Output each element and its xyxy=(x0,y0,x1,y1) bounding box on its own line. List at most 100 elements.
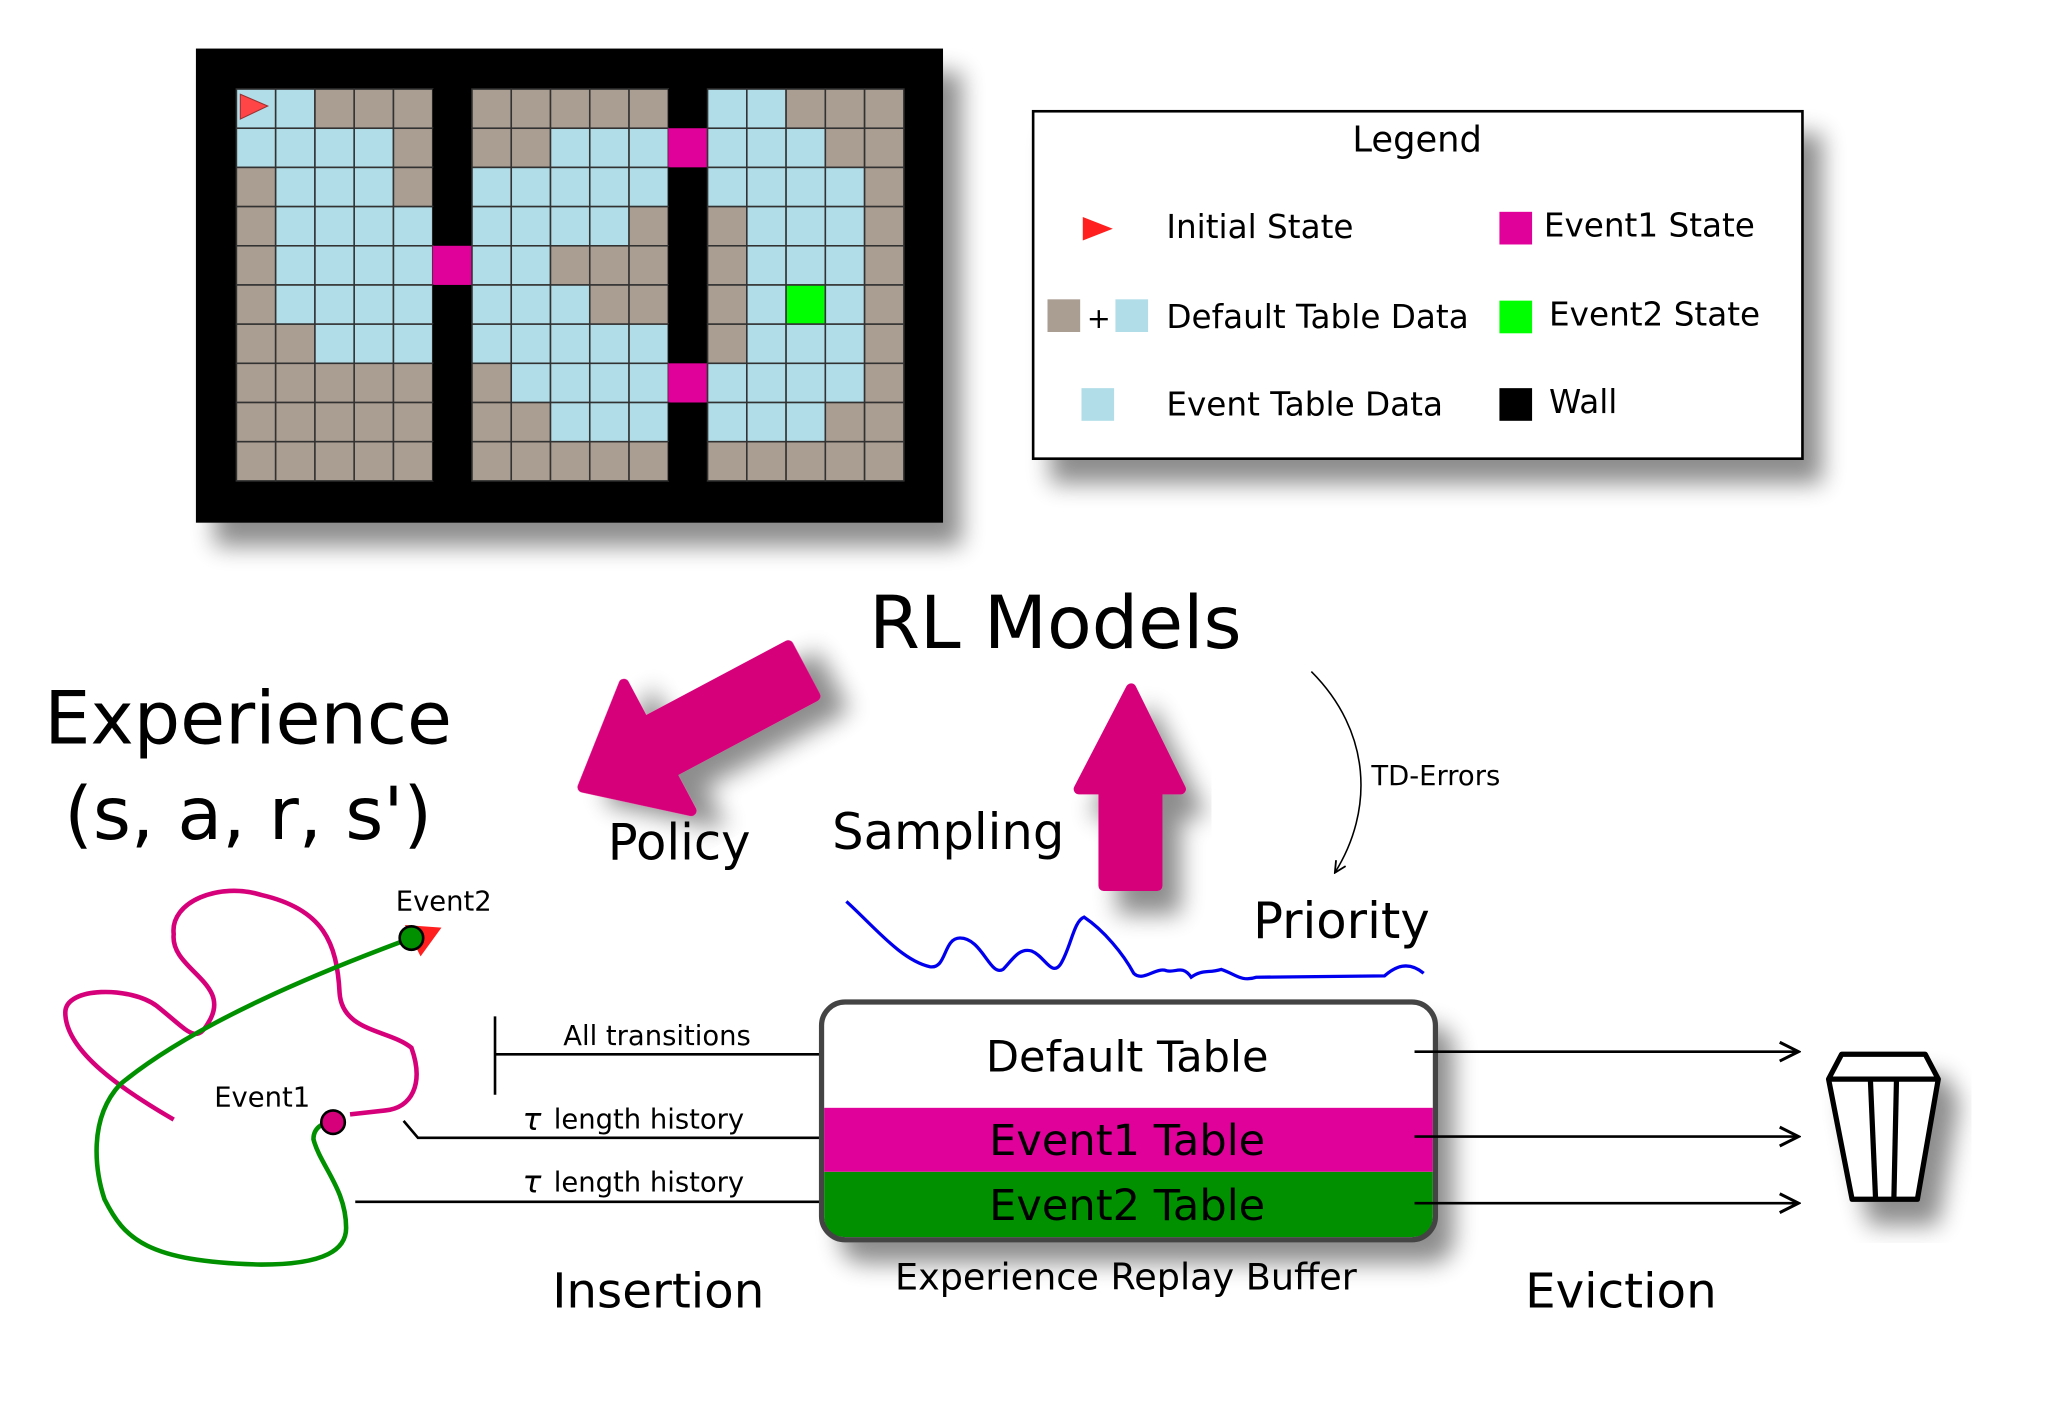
brown-cell xyxy=(863,440,905,482)
blue-cell xyxy=(588,362,630,404)
eviction-label: Eviction xyxy=(1525,1264,1717,1320)
brown-cell xyxy=(785,88,827,130)
brown-cell xyxy=(353,440,395,482)
blue-cell xyxy=(314,323,355,365)
tau-symbol-2: τ xyxy=(522,1165,541,1201)
blue-cell xyxy=(549,362,591,404)
brown-cell xyxy=(863,88,905,130)
blue-cell xyxy=(628,362,670,404)
brown-cell xyxy=(863,323,905,365)
td-errors-label: TD-Errors xyxy=(1370,761,1500,792)
legend-default-table-data: Default Table Data xyxy=(1166,298,1468,336)
brown-cell xyxy=(392,88,434,130)
brown-cell xyxy=(706,323,748,365)
blue-cell xyxy=(510,205,552,247)
agent-start-icon xyxy=(239,93,270,120)
wall-cell xyxy=(432,402,472,442)
brown-cell xyxy=(824,401,866,443)
brown-cell xyxy=(471,88,513,130)
initial-state-icon xyxy=(1082,217,1113,241)
brown-cell xyxy=(706,245,748,286)
brown-cell xyxy=(471,362,513,404)
experience-tuple: (s, a, r, s') xyxy=(64,772,432,857)
brown-cell xyxy=(274,323,316,365)
blue-cell xyxy=(706,127,748,169)
experience-title: Experience xyxy=(44,676,452,761)
event-table-swatch xyxy=(1081,388,1115,421)
blue-cell xyxy=(471,284,513,325)
blue-cell xyxy=(785,127,827,169)
trash-can-icon xyxy=(1825,1051,1941,1202)
wall-cell xyxy=(432,89,472,129)
blue-cell xyxy=(353,205,395,247)
brown-cell xyxy=(274,440,316,482)
blue-cell xyxy=(588,401,630,443)
blue-cell xyxy=(746,245,787,286)
brown-cell xyxy=(235,205,277,247)
all-transitions-label: All transitions xyxy=(563,1021,751,1052)
brown-cell xyxy=(706,284,748,325)
blue-cell xyxy=(353,284,395,325)
brown-cell xyxy=(549,440,591,482)
blue-cell xyxy=(824,323,866,365)
wall-cell xyxy=(668,284,708,325)
sampling-label: Sampling xyxy=(832,803,1064,861)
rl-models-title: RL Models xyxy=(869,581,1241,666)
blue-cell xyxy=(824,362,866,404)
brown-cell xyxy=(274,401,316,443)
blue-cell xyxy=(392,284,434,325)
blue-cell xyxy=(274,284,316,325)
legend-event-table-data: Event Table Data xyxy=(1166,386,1443,424)
brown-cell xyxy=(863,166,905,208)
blue-cell xyxy=(549,127,591,169)
blue-cell xyxy=(549,401,591,443)
brown-cell xyxy=(235,323,277,365)
sampling-arrow xyxy=(1073,683,1186,892)
brown-cell xyxy=(628,440,670,482)
blue-cell xyxy=(549,166,591,208)
blue-cell xyxy=(706,166,748,208)
event1-state-cell xyxy=(668,363,708,403)
blue-cell xyxy=(392,205,434,247)
brown-cell xyxy=(471,127,513,169)
blue-cell xyxy=(510,284,552,325)
blue-cell xyxy=(706,362,748,404)
buffer-title: Experience Replay Buffer xyxy=(895,1255,1358,1298)
blue-cell xyxy=(510,245,552,286)
wall-cell xyxy=(432,441,472,481)
blue-cell xyxy=(588,323,630,365)
event2-state-swatch xyxy=(1499,300,1533,334)
blue-cell xyxy=(824,205,866,247)
brown-cell xyxy=(746,440,787,482)
blue-cell xyxy=(746,205,787,247)
brown-cell xyxy=(706,205,748,247)
blue-cell xyxy=(746,284,787,325)
event2-label: Event2 xyxy=(396,887,492,918)
length-history-label-1: length history xyxy=(554,1105,744,1136)
legend-content: Legend Initial State Event1 State + Defa… xyxy=(1047,120,1760,424)
brown-cell xyxy=(471,401,513,443)
blue-cell xyxy=(274,245,316,286)
blue-cell xyxy=(785,166,827,208)
priority-curve xyxy=(845,900,1425,981)
brown-cell xyxy=(863,245,905,286)
brown-cell xyxy=(824,88,866,130)
brown-cell xyxy=(392,401,434,443)
brown-cell xyxy=(510,401,552,443)
blue-cell xyxy=(588,166,630,208)
blue-cell xyxy=(628,127,670,169)
event2-state-cell xyxy=(785,284,827,325)
brown-cell xyxy=(824,440,866,482)
brown-cell xyxy=(392,440,434,482)
blue-cell xyxy=(549,284,591,325)
brown-cell xyxy=(628,284,670,325)
blue-cell xyxy=(353,323,395,365)
blue-cell xyxy=(314,166,355,208)
brown-cell xyxy=(235,166,277,208)
event2-table-label: Event2 Table xyxy=(989,1181,1265,1231)
blue-cell xyxy=(471,245,513,286)
blue-cell xyxy=(510,323,552,365)
event1-label: Event1 xyxy=(214,1083,310,1114)
brown-cell xyxy=(314,88,355,130)
